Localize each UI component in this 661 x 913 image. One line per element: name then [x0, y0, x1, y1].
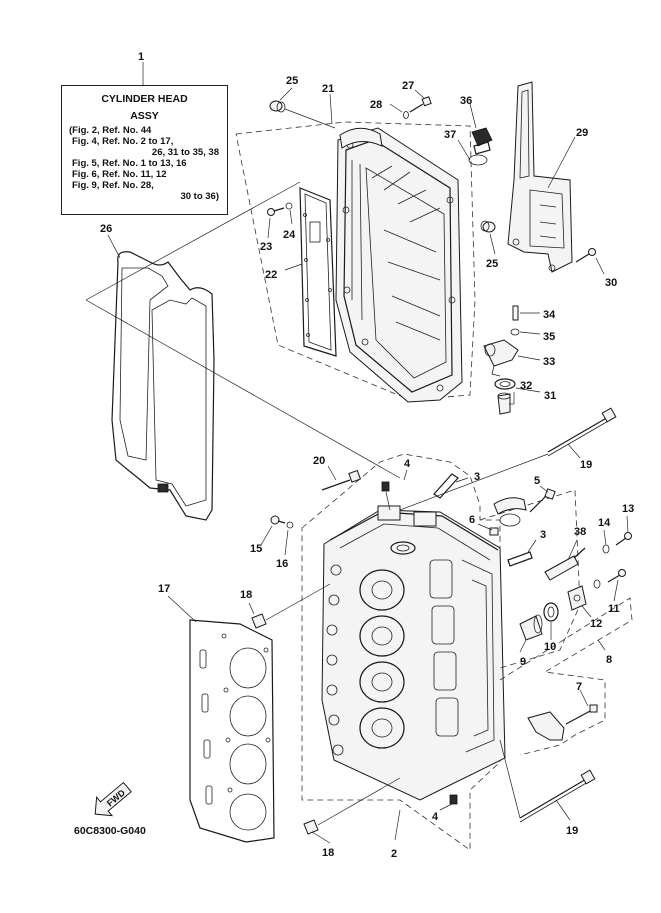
legend-ref-line: Fig. 4, Ref. No. 2 to 17,: [72, 136, 174, 147]
bolt-15: [270, 515, 294, 529]
callout-22: 22: [265, 269, 277, 281]
head-cover-gasket-26: [111, 251, 215, 521]
callout-38: 38: [574, 526, 586, 538]
legend-ref-line: (Fig. 2, Ref. No. 44: [69, 125, 152, 136]
guide-line: [499, 739, 521, 819]
legend-ref-line: 26, 31 to 35, 38: [151, 147, 219, 158]
callout-37: 37: [444, 129, 456, 141]
callout-19: 19: [580, 459, 592, 471]
long-bolt-19-bottom: [519, 769, 596, 823]
callout-5: 5: [534, 475, 540, 487]
callout-33: 33: [543, 356, 555, 368]
callout-3: 3: [474, 471, 480, 483]
plug-4-top: [381, 481, 391, 511]
bracket-29: [507, 81, 573, 273]
callout-25: 25: [486, 258, 498, 270]
callout-29: 29: [576, 127, 588, 139]
callout-20: 20: [313, 455, 325, 467]
callout-26: 26: [100, 223, 112, 235]
legend-ref-line: Fig. 6, Ref. No. 11, 12: [72, 169, 167, 180]
callout-30: 30: [605, 277, 617, 289]
legend-ref-line: Fig. 5, Ref. No. 1 to 13, 16: [72, 158, 187, 169]
head-gasket-17: [189, 619, 275, 843]
dowel-pin-18-bottom: [303, 777, 401, 835]
callout-12: 12: [590, 618, 602, 630]
bolt-11: [607, 569, 626, 583]
callout-labels: 1 2 3 3 4 4 5 6 7 8 9 10 11 12 13 14 15 …: [100, 51, 634, 860]
cover-gasket-22: [299, 187, 337, 357]
seal-10: [543, 602, 559, 622]
callout-17: 17: [158, 583, 170, 595]
oil-filler-cap-36: [468, 127, 493, 166]
forward-direction-arrow: FWD: [94, 781, 132, 817]
legend-title: CYLINDER HEAD: [101, 93, 188, 105]
guide-line: [85, 299, 401, 479]
callout-27: 27: [402, 80, 414, 92]
legend-ref-line: 30 to 36): [180, 191, 219, 202]
callout-36: 36: [460, 95, 472, 107]
sensor-12: [567, 585, 587, 611]
dowel-pin-18-top: [251, 583, 331, 629]
guide-line: [85, 181, 301, 301]
callout-13: 13: [622, 503, 634, 515]
callout-32: 32: [520, 380, 532, 392]
callout-19: 19: [566, 825, 578, 837]
bolt-23: [267, 202, 293, 216]
callout-21: 21: [322, 83, 334, 95]
callout-28: 28: [370, 99, 382, 111]
bolt-30: [575, 248, 596, 263]
callout-31: 31: [544, 390, 556, 402]
callout-25: 25: [286, 75, 298, 87]
sensor-33: [483, 305, 520, 415]
combustion-chambers: [359, 569, 405, 749]
parts-reference-box: CYLINDER HEAD ASSY (Fig. 2, Ref. No. 44 …: [61, 85, 228, 215]
sensor-38: [544, 547, 586, 581]
callout-18: 18: [322, 847, 334, 859]
callout-15: 15: [250, 543, 262, 555]
callout-23: 23: [260, 241, 272, 253]
guide-line: [399, 453, 549, 511]
bracket-7: [527, 704, 598, 741]
callout-1: 1: [138, 51, 144, 63]
cylinder-head-2: [301, 453, 506, 851]
plug-4-bottom: [449, 794, 458, 805]
callout-4: 4: [432, 811, 439, 823]
callout-16: 16: [276, 558, 288, 570]
callout-14: 14: [598, 517, 611, 529]
sleeve-9: [519, 614, 543, 641]
callout-3: 3: [540, 529, 546, 541]
grommet-25-right: [480, 220, 496, 233]
washer-14: [593, 544, 610, 589]
callout-7: 7: [576, 681, 582, 693]
callout-18: 18: [240, 589, 252, 601]
callout-35: 35: [543, 331, 555, 343]
callout-4: 4: [404, 458, 411, 470]
pipe-3-right: [507, 551, 533, 567]
callout-11: 11: [608, 603, 620, 615]
callout-34: 34: [543, 309, 556, 321]
cylinder-head-cover: [235, 121, 476, 403]
long-bolt-19-top: [547, 407, 617, 457]
callout-24: 24: [283, 229, 296, 241]
pipe-3-top: [433, 473, 459, 499]
legend-refs: (Fig. 2, Ref. No. 44 Fig. 4, Ref. No. 2 …: [62, 125, 227, 202]
legend-subtitle: ASSY: [130, 110, 159, 122]
callout-10: 10: [544, 641, 556, 653]
callout-8: 8: [606, 654, 612, 666]
bolt-20: [321, 469, 362, 491]
callout-9: 9: [520, 656, 526, 668]
bolt-13: [615, 532, 632, 546]
callout-2: 2: [391, 848, 397, 860]
callout-6: 6: [469, 514, 475, 526]
grommet-25-top: [269, 100, 336, 129]
clamp-6: [489, 497, 527, 536]
dashed-enclosure: [499, 597, 633, 756]
legend-ref-line: Fig. 9, Ref. No. 28,: [72, 180, 154, 191]
bolt-27: [403, 96, 432, 119]
leader-lines: [107, 87, 629, 844]
drawing-code: 60C8300-G040: [74, 825, 146, 837]
